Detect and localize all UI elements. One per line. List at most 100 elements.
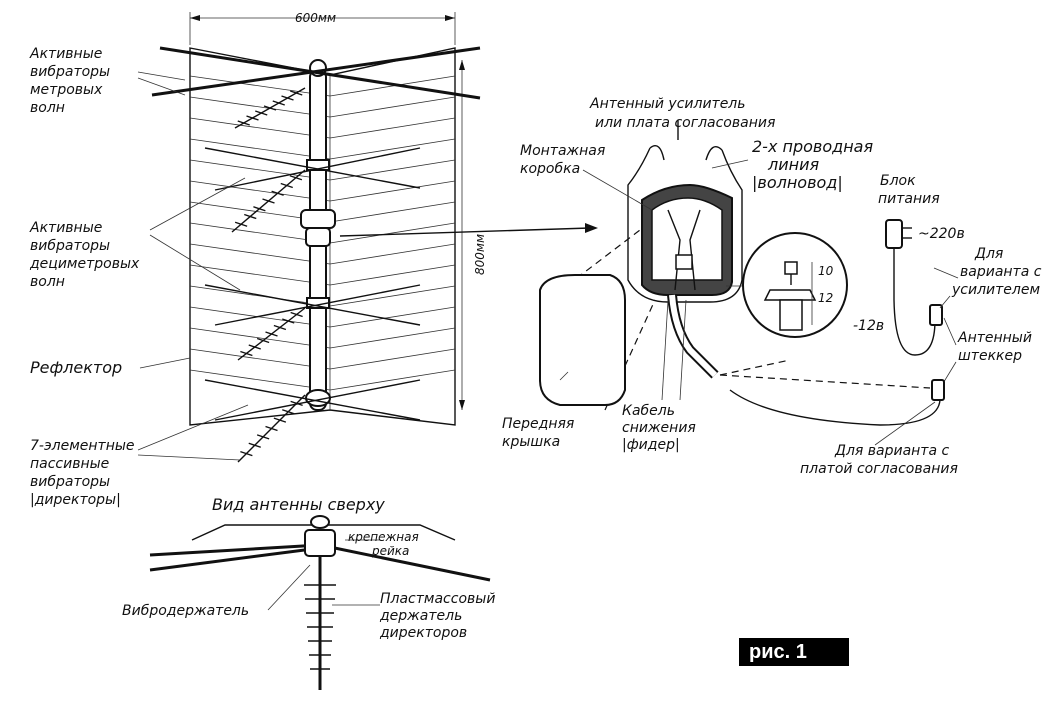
- reflector-grid-line: [329, 243, 456, 265]
- reflector-grid-line: [189, 306, 331, 328]
- svg-text:Антенный: Антенный: [957, 330, 1032, 346]
- director-element: [255, 110, 268, 116]
- svg-text:вибраторы: вибраторы: [30, 474, 110, 490]
- reflector-grid-line: [189, 180, 331, 202]
- director-element: [256, 337, 270, 344]
- label-mount-box: Монтажная коробка: [520, 143, 653, 211]
- director-element: [271, 190, 284, 196]
- mounting-box: [547, 120, 791, 411]
- figure-badge: рис. 1: [739, 638, 849, 666]
- svg-text:питания: питания: [878, 191, 940, 207]
- label-passive-directors: 7-элементные пассивные вибраторы |директ…: [30, 438, 135, 508]
- director-element: [265, 331, 278, 337]
- reflector-grid-line: [329, 285, 456, 307]
- reflector-grid-line: [329, 180, 456, 202]
- antenna-plug: Антенный штеккер: [719, 317, 1032, 426]
- svg-text:Монтажная: Монтажная: [520, 143, 605, 159]
- reflector-grid-line: [189, 138, 331, 160]
- meter-vibrators: [151, 46, 481, 100]
- svg-text:2-х проводная: 2-х проводная: [752, 137, 873, 156]
- svg-text:Активные: Активные: [29, 46, 102, 62]
- director-element: [244, 213, 257, 220]
- svg-text:Активные: Активные: [29, 220, 102, 236]
- width-dimension: 600мм: [189, 11, 456, 45]
- label-vibro-holder: Вибродержатель: [122, 603, 249, 619]
- director-element: [248, 442, 261, 448]
- svg-text:снижения: снижения: [622, 420, 696, 436]
- power-supply: Блок питания ~220в -12в Для варианта с у…: [853, 173, 1042, 356]
- label-active-meter: Активные вибраторы метровых волн: [29, 46, 110, 116]
- reflector-grid-line: [189, 159, 331, 181]
- reflector-grid-line: [329, 369, 456, 391]
- director-element: [290, 400, 303, 407]
- director-element: [240, 450, 253, 457]
- svg-text:усилителем: усилителем: [951, 282, 1040, 298]
- label-front-cover: Передняя: [502, 416, 574, 432]
- reflector-grid-line: [329, 96, 456, 118]
- reflector-grid-line: [189, 264, 331, 286]
- director-element: [265, 425, 278, 432]
- director-element: [282, 318, 295, 324]
- label-plastic-holder: Пластмассовый: [380, 591, 495, 607]
- top-view-title: Вид антенны сверху: [212, 495, 385, 514]
- detail-10: 10: [818, 264, 834, 278]
- svg-text:метровых: метровых: [30, 82, 103, 98]
- reflector-grid-line: [329, 264, 456, 286]
- passive-directors: [231, 87, 306, 463]
- director-element: [273, 324, 287, 331]
- director-element: [262, 198, 275, 204]
- leader-lines-left: [137, 71, 249, 461]
- decimeter-vibrators-lower: [204, 379, 421, 421]
- director-element: [289, 175, 303, 181]
- reflector-grid-line: [329, 117, 456, 139]
- label-220v: ~220в: [918, 226, 965, 242]
- label-reflector: Рефлектор: [30, 358, 122, 377]
- svg-text:директоров: директоров: [379, 625, 467, 641]
- director-element: [256, 434, 270, 440]
- label-amplifier: Антенный усилитель или плата согласовани…: [589, 96, 775, 131]
- reflector-grid-line: [329, 75, 456, 97]
- label-power-unit: Блок: [880, 173, 916, 189]
- svg-text:вибраторы: вибраторы: [30, 64, 110, 80]
- svg-text:Для варианта с: Для варианта с: [834, 443, 949, 459]
- director-element: [246, 115, 259, 121]
- director-element: [272, 100, 285, 106]
- svg-text:крышка: крышка: [502, 434, 560, 450]
- label-active-decimeter: Активные вибраторы дециметровых волн: [29, 220, 140, 290]
- reflector-grid-line: [189, 327, 331, 349]
- svg-text:вибраторы: вибраторы: [30, 238, 110, 254]
- label-board-variant: Для варианта с платой согласования: [800, 401, 958, 477]
- reflector-grid-line: [189, 348, 331, 370]
- antenna-mast: [300, 59, 336, 411]
- decimeter-vibrators-middle: [204, 284, 421, 326]
- reflector-grid-line: [189, 369, 331, 391]
- svg-text:рейка: рейка: [371, 544, 409, 558]
- svg-text:платой согласования: платой согласования: [800, 461, 958, 477]
- reflector-grid-line: [189, 96, 331, 118]
- director-element: [290, 90, 303, 96]
- reflector-grid-line: [329, 138, 456, 160]
- director-element: [234, 221, 248, 227]
- pointer-arrow: [339, 223, 598, 237]
- director-element: [248, 344, 261, 350]
- svg-text:Кабель: Кабель: [622, 403, 675, 419]
- reflector-grid-line: [189, 75, 331, 97]
- svg-text:или плата согласования: или плата согласования: [595, 115, 775, 131]
- reflector-grid-line: [329, 201, 456, 223]
- decimeter-vibrators-upper: [204, 147, 421, 191]
- director-element: [290, 311, 303, 318]
- detail-12: 12: [818, 291, 833, 305]
- svg-text:7-элементные: 7-элементные: [30, 438, 135, 454]
- width-label: 600мм: [295, 11, 336, 25]
- director-element: [280, 182, 293, 189]
- director-element: [253, 206, 266, 212]
- director-element: [273, 417, 287, 423]
- reflector-grid-line: [329, 327, 456, 349]
- height-dimension: 800мм: [459, 60, 487, 410]
- svg-text:волн: волн: [30, 100, 65, 116]
- reflector-grid-line: [329, 222, 456, 244]
- label-cable: Кабель снижения |фидер|: [622, 403, 696, 453]
- svg-text:варианта с: варианта с: [960, 264, 1042, 280]
